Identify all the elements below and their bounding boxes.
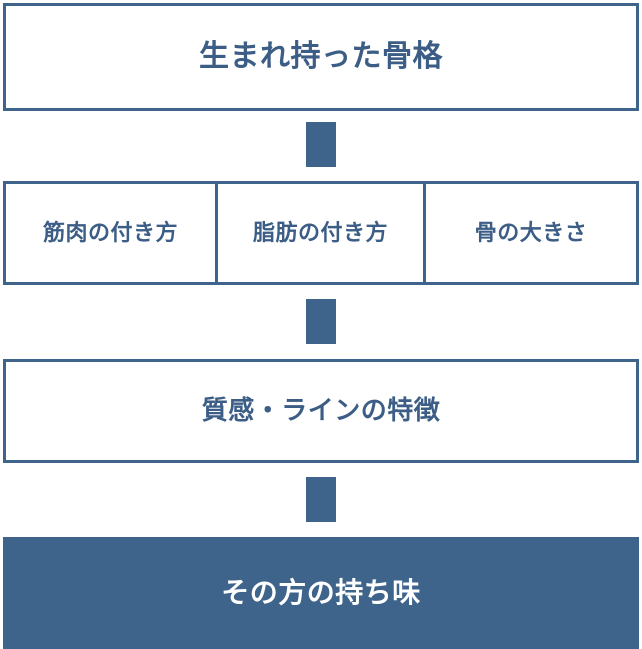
factor-cell-muscle-label: 筋肉の付き方: [42, 219, 178, 245]
node-result: その方の持ち味: [3, 537, 639, 649]
connector-origin-to-factors: [306, 122, 336, 167]
factor-cell-bone-label: 骨の大きさ: [474, 219, 588, 245]
node-texture-label: 質感・ラインの特徴: [201, 395, 441, 426]
node-factors: 筋肉の付き方 脂肪の付き方 骨の大きさ: [3, 181, 639, 285]
factor-cell-fat: 脂肪の付き方: [215, 184, 426, 282]
factor-cell-bone: 骨の大きさ: [426, 184, 636, 282]
factor-cell-muscle: 筋肉の付き方: [6, 184, 215, 282]
node-result-label: その方の持ち味: [221, 577, 421, 609]
node-texture: 質感・ラインの特徴: [3, 359, 639, 463]
factor-cell-fat-label: 脂肪の付き方: [252, 219, 388, 245]
connector-factors-to-texture: [306, 299, 336, 344]
node-origin: 生まれ持った骨格: [3, 3, 639, 111]
node-origin-label: 生まれ持った骨格: [199, 40, 443, 73]
connector-texture-to-result: [306, 477, 336, 522]
